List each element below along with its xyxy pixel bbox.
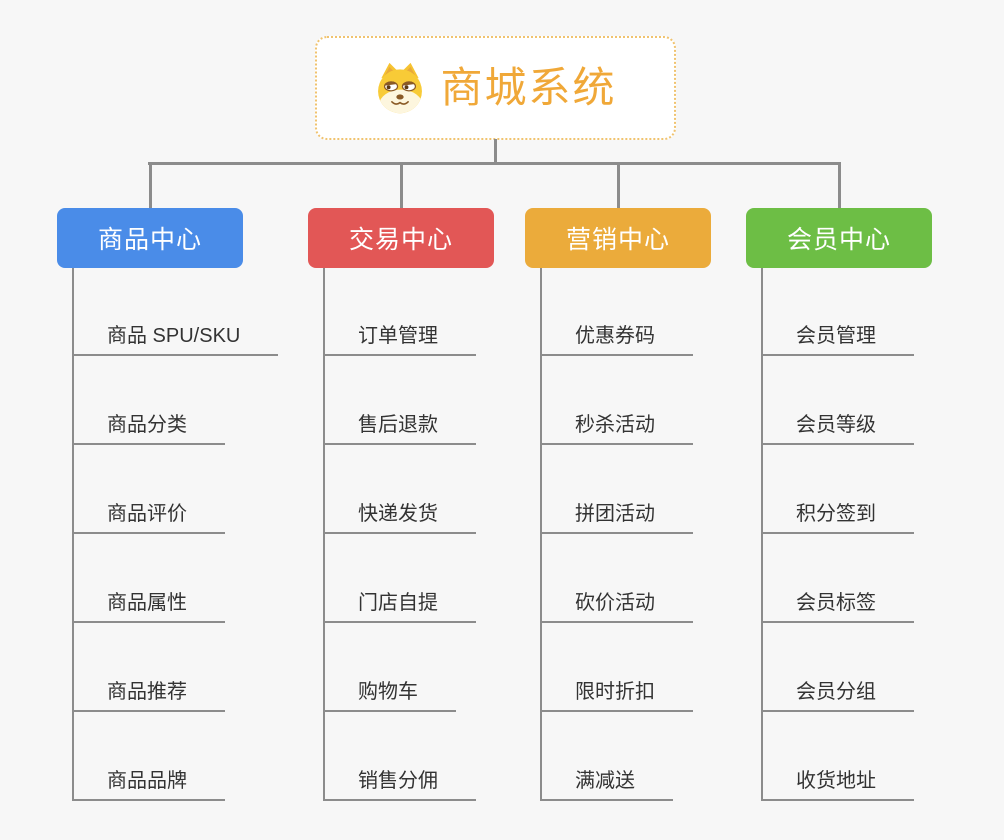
child-topic[interactable]: 会员等级 <box>763 356 914 445</box>
branch-marketing-center: 营销中心 优惠券码 秒杀活动 拼团活动 砍价活动 限时折扣 满减送 <box>525 208 775 801</box>
child-topic[interactable]: 购物车 <box>325 623 456 712</box>
child-topic[interactable]: 商品推荐 <box>74 623 225 712</box>
child-topic[interactable]: 商品属性 <box>74 534 225 623</box>
child-topic[interactable]: 砍价活动 <box>542 534 693 623</box>
branch-node-member-center[interactable]: 会员中心 <box>746 208 932 268</box>
branch-children: 会员管理 会员等级 积分签到 会员标签 会员分组 收货地址 <box>761 268 914 801</box>
child-topic[interactable]: 秒杀活动 <box>542 356 693 445</box>
child-topic[interactable]: 优惠券码 <box>542 268 693 356</box>
branch-children: 商品 SPU/SKU 商品分类 商品评价 商品属性 商品推荐 商品品牌 <box>72 268 279 801</box>
child-topic[interactable]: 拼团活动 <box>542 445 693 534</box>
branch-trade-center: 交易中心 订单管理 售后退款 快递发货 门店自提 购物车 销售分佣 <box>308 208 558 801</box>
branch-member-center: 会员中心 会员管理 会员等级 积分签到 会员标签 会员分组 收货地址 <box>746 208 996 801</box>
child-topic[interactable]: 会员管理 <box>763 268 914 356</box>
child-topic[interactable]: 会员分组 <box>763 623 914 712</box>
branch-product-center: 商品中心 商品 SPU/SKU 商品分类 商品评价 商品属性 商品推荐 商品品牌 <box>57 208 307 801</box>
child-topic[interactable]: 门店自提 <box>325 534 476 623</box>
branch-children: 优惠券码 秒杀活动 拼团活动 砍价活动 限时折扣 满减送 <box>540 268 693 801</box>
child-topic[interactable]: 会员标签 <box>763 534 914 623</box>
branch-node-marketing-center[interactable]: 营销中心 <box>525 208 711 268</box>
connector-horizontal <box>148 162 841 165</box>
child-topic[interactable]: 积分签到 <box>763 445 914 534</box>
child-topic[interactable]: 收货地址 <box>763 712 914 801</box>
connector-drop-member <box>838 162 841 208</box>
child-topic[interactable]: 满减送 <box>542 712 673 801</box>
child-topic[interactable]: 限时折扣 <box>542 623 693 712</box>
child-topic[interactable]: 售后退款 <box>325 356 476 445</box>
connector-drop-trade <box>400 162 403 208</box>
child-topic[interactable]: 商品分类 <box>74 356 225 445</box>
child-topic[interactable]: 销售分佣 <box>325 712 476 801</box>
branch-node-trade-center[interactable]: 交易中心 <box>308 208 494 268</box>
branch-node-product-center[interactable]: 商品中心 <box>57 208 243 268</box>
root-topic[interactable]: 商城系统 <box>315 36 676 140</box>
child-topic[interactable]: 快递发货 <box>325 445 476 534</box>
child-topic[interactable]: 商品品牌 <box>74 712 225 801</box>
child-topic[interactable]: 订单管理 <box>325 268 476 356</box>
connector-root-stub <box>494 139 497 164</box>
connector-drop-product <box>149 162 152 208</box>
child-topic[interactable]: 商品 SPU/SKU <box>74 268 279 356</box>
root-topic-title: 商城系统 <box>440 64 617 111</box>
branch-children: 订单管理 售后退款 快递发货 门店自提 购物车 销售分佣 <box>323 268 476 801</box>
shiba-dog-icon <box>378 62 423 114</box>
connector-drop-marketing <box>617 162 620 208</box>
child-topic[interactable]: 商品评价 <box>74 445 225 534</box>
